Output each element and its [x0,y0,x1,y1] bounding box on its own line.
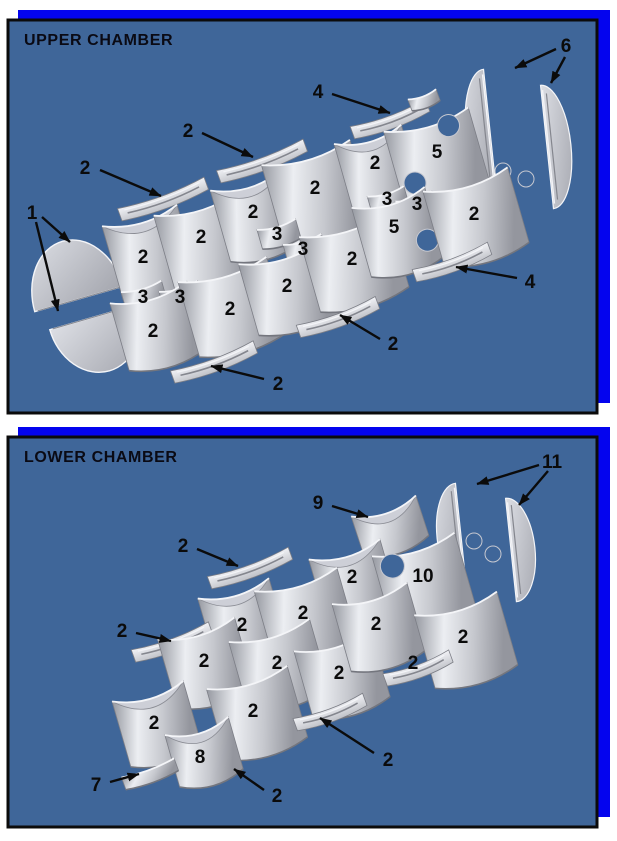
part-label-2: 2 [298,603,309,624]
lower-chamber-parts [109,463,549,791]
part-label-2: 2 [178,536,189,557]
part-piece [465,532,483,550]
part-label-2: 2 [272,653,283,674]
part-label-3: 3 [272,224,283,245]
part-label-3: 3 [175,287,186,308]
part-label-2: 2 [282,276,293,297]
part-piece [407,88,441,112]
part-label-11: 11 [542,452,563,473]
part-label-3: 3 [412,194,423,215]
label-arrow [319,716,375,755]
label-arrow [109,772,140,784]
part-piece [350,186,445,279]
label-arrow [518,470,549,506]
part-label-8: 8 [195,747,206,768]
part-label-5: 5 [432,142,443,163]
part-label-5: 5 [389,217,400,238]
part-label-2: 2 [138,247,149,268]
label-arrow [135,631,172,643]
part-label-2: 2 [388,334,399,355]
part-label-3: 3 [298,239,309,260]
label-arrow [34,221,60,312]
part-label-2: 2 [248,701,259,722]
label-arrow [549,56,567,84]
part-piece [216,138,308,184]
label-arrow [476,463,540,486]
part-label-10: 10 [412,566,433,587]
part-piece [331,581,427,673]
label-arrow [196,547,239,568]
part-piece [120,757,180,791]
part-label-2: 2 [383,750,394,771]
part-label-9: 9 [313,493,324,514]
label-arrow [201,131,254,159]
part-label-3: 3 [382,189,393,210]
part-label-2: 2 [149,713,160,734]
label-arrow [210,364,265,381]
label-arrow [331,504,369,519]
part-label-2: 2 [225,299,236,320]
label-arrow [99,168,162,198]
lower-chamber-title: LOWER CHAMBER [24,449,178,466]
part-piece [169,340,259,384]
part-label-2: 2 [237,615,248,636]
part-piece [484,545,502,563]
upper-chamber-title: UPPER CHAMBER [24,32,174,49]
part-label-2: 2 [469,204,480,225]
part-label-7: 7 [91,775,102,796]
part-piece [517,170,535,188]
part-label-2: 2 [199,651,210,672]
part-label-2: 2 [347,567,358,588]
part-label-2: 2 [371,614,382,635]
part-label-1: 1 [27,203,38,224]
part-label-2: 2 [334,663,345,684]
label-arrow [455,264,518,280]
part-piece [117,176,209,222]
part-label-4: 4 [525,272,536,293]
label-arrow [514,47,557,70]
part-label-2: 2 [272,786,283,807]
part-label-6: 6 [561,36,572,57]
label-arrow [339,313,381,341]
upper-chamber-parts [31,47,573,384]
part-piece [504,497,537,603]
part-label-2: 2 [347,249,358,270]
part-label-2: 2 [273,374,284,395]
part-label-2: 2 [370,153,381,174]
part-piece [382,649,454,687]
part-piece [295,295,381,338]
part-label-2: 2 [80,158,91,179]
label-arrow [331,92,391,115]
part-label-2: 2 [196,227,207,248]
part-piece [206,546,294,590]
part-label-2: 2 [408,653,419,674]
part-label-2: 2 [248,202,259,223]
part-label-2: 2 [183,121,194,142]
label-arrow [41,216,71,243]
part-label-2: 2 [458,627,469,648]
part-piece [539,84,573,210]
part-label-2: 2 [148,321,159,342]
part-label-2: 2 [310,178,321,199]
part-piece [292,692,368,732]
label-arrow [233,768,265,791]
part-label-3: 3 [138,287,149,308]
part-piece [256,218,302,250]
part-piece [411,241,493,283]
part-label-2: 2 [117,621,128,642]
part-label-4: 4 [313,82,324,103]
